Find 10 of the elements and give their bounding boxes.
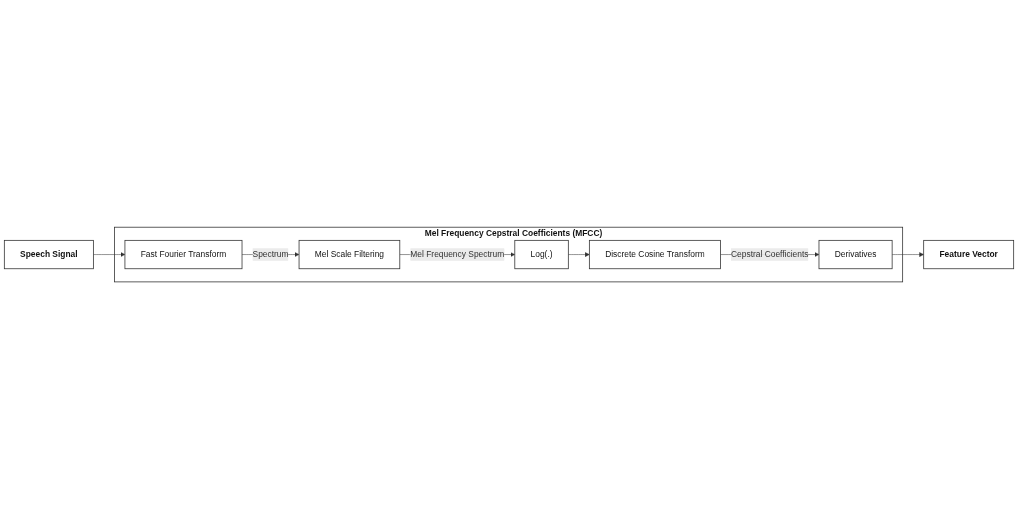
edge-label: Mel Frequency Spectrum [410, 250, 505, 260]
node-box: Log(.) [514, 240, 569, 270]
node-box: Fast Fourier Transform [124, 240, 243, 270]
node-box: Speech Signal [3, 240, 94, 270]
node-box: Feature Vector [923, 240, 1015, 270]
node-box: Derivatives [818, 240, 893, 270]
node-box: Mel Scale Filtering [298, 240, 401, 270]
edge-label: Cepstral Coefficients [731, 250, 809, 260]
edge-label: Spectrum [252, 250, 289, 260]
node-box: Discrete Cosine Transform [588, 240, 721, 270]
